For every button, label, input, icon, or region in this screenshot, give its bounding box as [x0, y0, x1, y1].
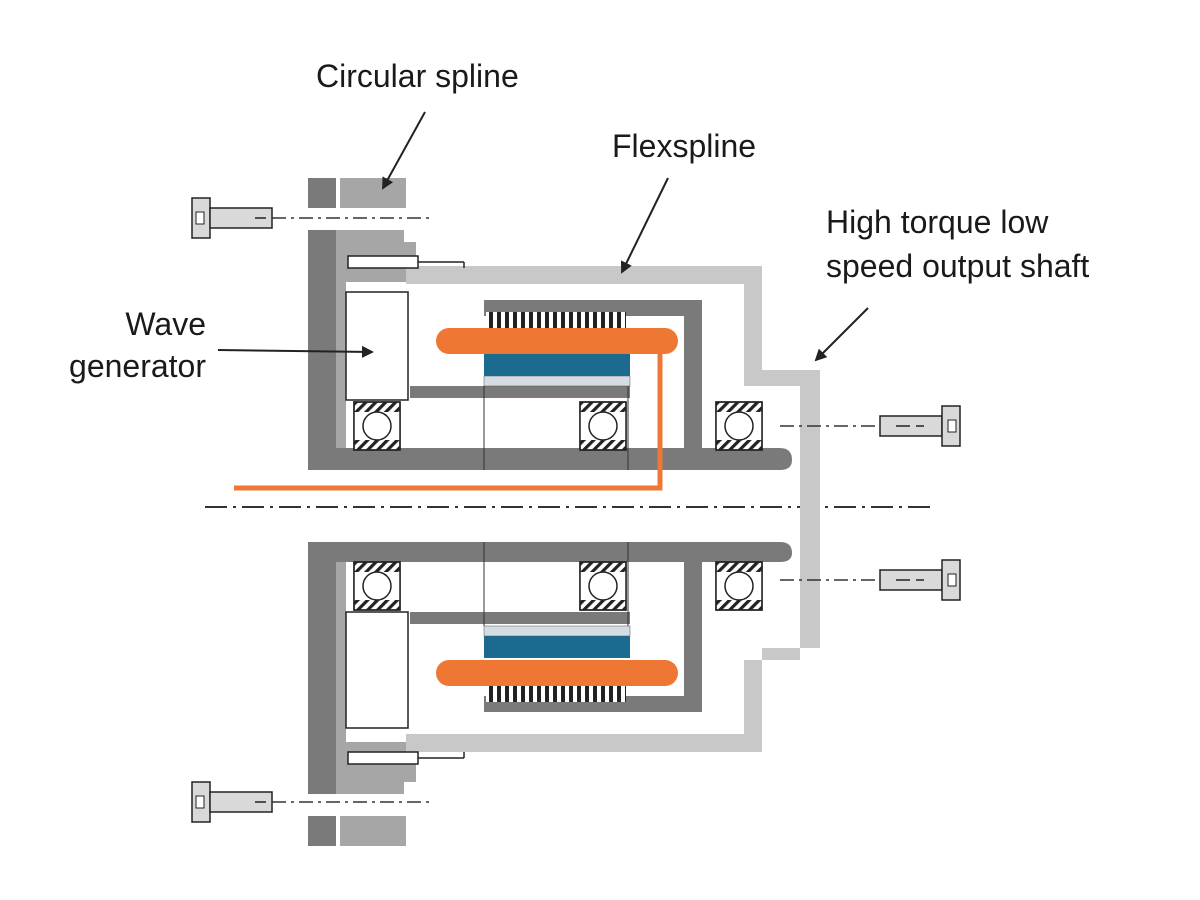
arrow-output-shaft: [814, 307, 869, 362]
gear-teeth-bottom: [486, 684, 626, 702]
bearing-3: [715, 401, 763, 451]
bolt-left-top: [191, 197, 432, 239]
bearing-4: [353, 561, 401, 611]
rotor-bottom: [484, 636, 630, 658]
coil-bottom: [436, 660, 678, 686]
cable-line: [234, 340, 663, 491]
inner-hub-top: [336, 448, 792, 470]
label-circular-spline: Circular spline: [316, 58, 519, 94]
label-wave-generator-line1: Wave: [125, 306, 206, 342]
bolt-right-bottom: [780, 559, 961, 601]
bolt-left-bottom: [191, 781, 432, 823]
bearing-5: [579, 561, 627, 611]
bearing-2: [579, 401, 627, 451]
gear-teeth-top: [486, 312, 626, 330]
inner-hub-bottom: [336, 542, 792, 562]
rotor-top: [484, 354, 630, 376]
arrow-wave-generator: [217, 345, 374, 358]
arrow-flexspline: [621, 177, 669, 274]
circular-spline-bottom: [308, 542, 416, 846]
bearing-1: [353, 401, 401, 451]
wave-generator-bottom: [345, 611, 409, 729]
bearing-6: [715, 561, 763, 611]
label-output-shaft-line1: High torque low: [826, 204, 1049, 240]
bolt-right-top: [780, 405, 961, 447]
coil-top: [436, 328, 678, 354]
wave-generator-top: [345, 291, 409, 401]
label-wave-generator-line2: generator: [69, 348, 206, 384]
arrow-circular-spline: [382, 111, 426, 190]
label-output-shaft-line2: speed output shaft: [826, 248, 1090, 284]
circular-spline-top: [308, 178, 416, 470]
label-flexspline: Flexspline: [612, 128, 757, 164]
